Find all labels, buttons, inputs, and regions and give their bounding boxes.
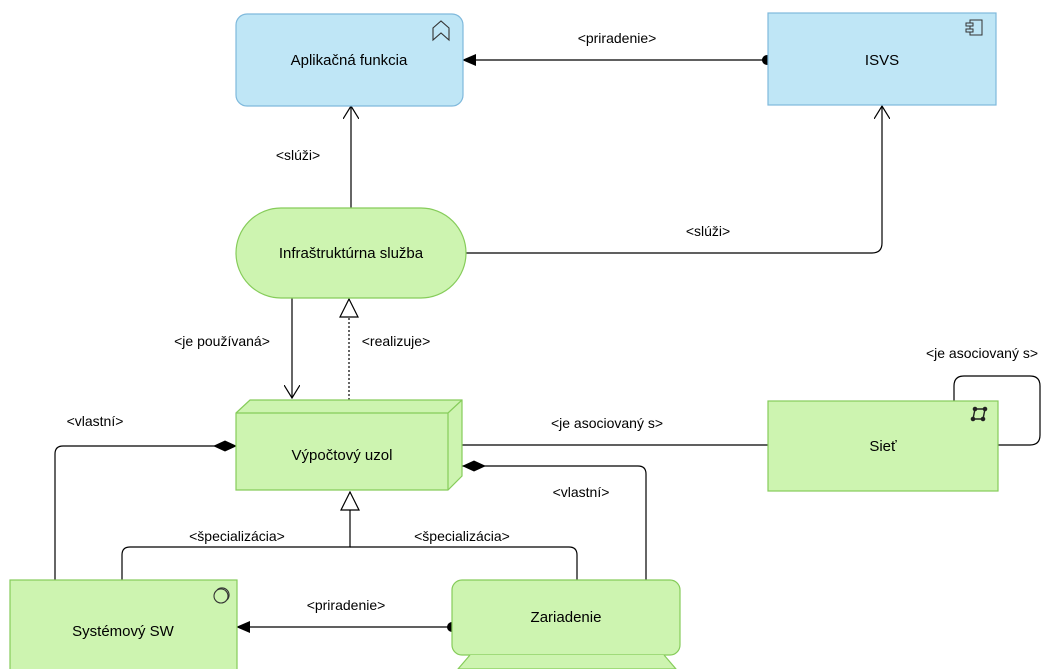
specialization-device-to-node[interactable]	[350, 546, 578, 580]
composition-node-to-system-sw[interactable]	[54, 440, 237, 580]
serving-infra-to-isvs[interactable]	[466, 106, 882, 254]
network-element[interactable]: Sieť	[767, 400, 999, 492]
relation-labels: <priradenie> <slúži> <slúži> <je používa…	[67, 30, 1038, 613]
isvs-element[interactable]: ISVS	[767, 12, 997, 106]
label-spec-left: <špecializácia>	[189, 528, 285, 544]
label-serves-right: <slúži>	[686, 223, 730, 239]
app-function-element[interactable]: Aplikačná funkcia	[235, 13, 464, 107]
label-spec-right: <špecializácia>	[414, 528, 510, 544]
label-owns-left: <vlastní>	[67, 413, 124, 429]
label-realizes: <realizuje>	[362, 333, 431, 349]
label-assoc-node-net: <je asociovaný s>	[551, 415, 663, 431]
relation-lines	[54, 54, 1041, 633]
system-sw-element[interactable]: Systémový SW	[9, 579, 238, 669]
system-software-icon	[213, 587, 230, 604]
association-network-self[interactable]	[953, 375, 1041, 446]
node-label: Výpočtový uzol	[292, 447, 393, 464]
specialization-system-sw-to-node[interactable]	[121, 492, 350, 580]
app-component-icon	[965, 19, 983, 36]
device-label: Zariadenie	[531, 609, 602, 626]
device-element[interactable]: Zariadenie	[451, 579, 681, 669]
app-function-icon	[432, 20, 450, 42]
label-assign-bottom: <priradenie>	[307, 597, 386, 613]
system-sw-label: Systémový SW	[72, 623, 175, 640]
infra-service-label: Infraštruktúrna služba	[279, 245, 424, 262]
app-function-label: Aplikačná funkcia	[291, 52, 408, 69]
label-assoc-self: <je asociovaný s>	[926, 345, 1038, 361]
network-label: Sieť	[869, 438, 897, 455]
network-icon	[970, 406, 988, 422]
label-used-by: <je používaná>	[174, 333, 270, 349]
node-element[interactable]: Výpočtový uzol	[235, 399, 463, 491]
isvs-label: ISVS	[865, 52, 899, 69]
composition-node-to-device[interactable]	[462, 460, 647, 580]
label-owns-right: <vlastní>	[553, 484, 610, 500]
infra-service-element[interactable]: Infraštruktúrna služba	[235, 207, 467, 299]
label-serves-left: <slúži>	[276, 147, 320, 163]
label-assign-top: <priradenie>	[578, 30, 657, 46]
